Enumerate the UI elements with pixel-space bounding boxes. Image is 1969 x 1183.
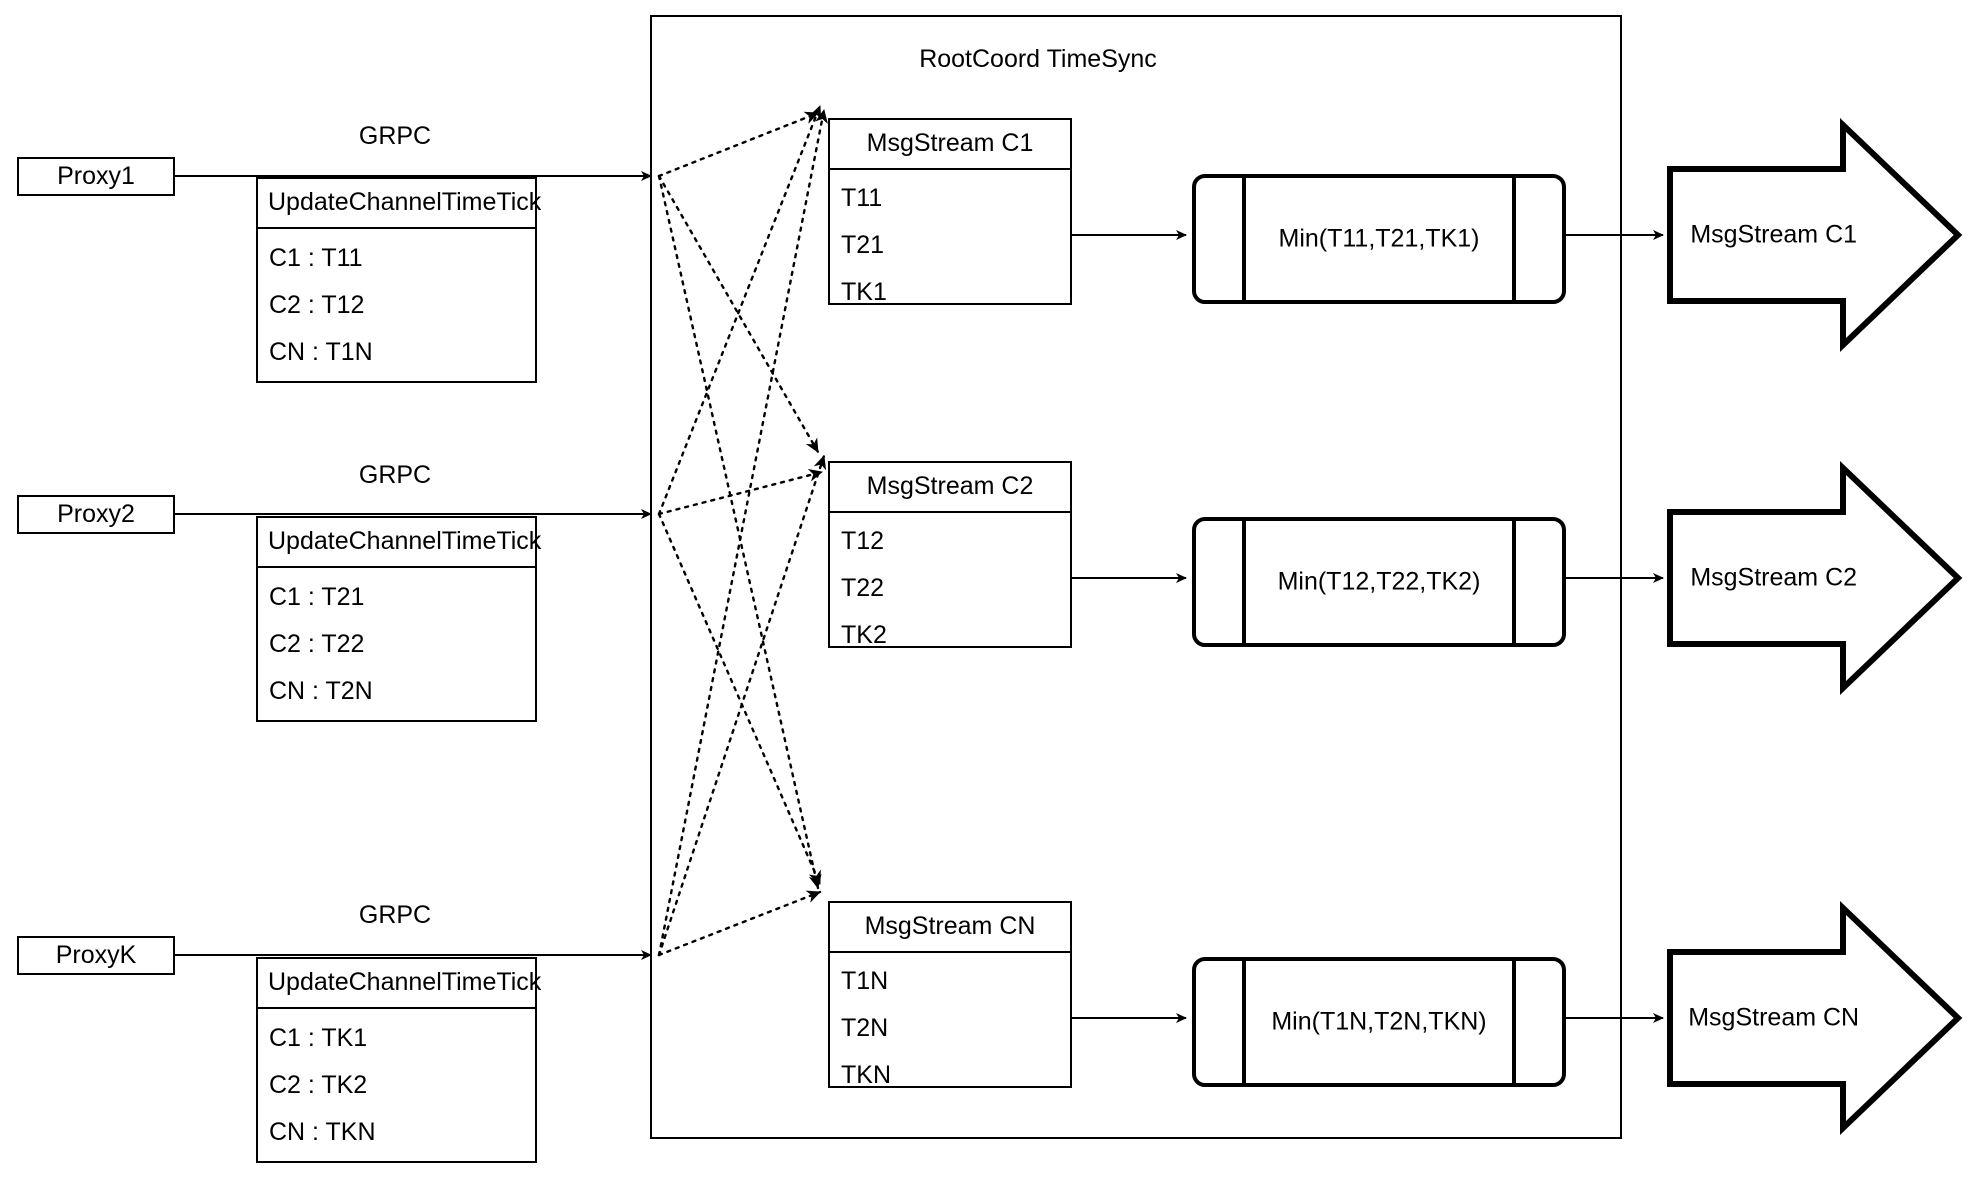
table-rows: C1 : T21 C2 : T22 CN : T2N xyxy=(258,568,535,723)
table-rows: C1 : TK1 C2 : TK2 CN : TKN xyxy=(258,1009,535,1164)
table-row: C1 : T11 xyxy=(269,244,363,272)
proxy-label: Proxy1 xyxy=(57,162,135,190)
container-title: RootCoord TimeSync xyxy=(919,45,1157,73)
msgstream-table-2: MsgStream C2 T12 T22 TK2 xyxy=(828,461,1072,649)
proxy-box-3[interactable]: ProxyK xyxy=(17,936,175,975)
min-label: Min(T11,T21,TK1) xyxy=(1278,224,1480,253)
proxy-label: ProxyK xyxy=(55,941,137,969)
table-row: T2N xyxy=(841,1014,889,1042)
table-row: CN : T1N xyxy=(269,338,373,366)
update-channel-timetick-table-2: UpdateChannelTimeTick C1 : T21 C2 : T22 … xyxy=(256,516,541,723)
process-left-bar xyxy=(1242,961,1246,1083)
output-msgstream-arrow-3: MsgStream CN xyxy=(1670,952,1958,1084)
table-header: MsgStream CN xyxy=(830,903,1070,953)
rootcoord-timesync-container xyxy=(650,15,1622,1139)
output-msgstream-arrow-2: MsgStream C2 xyxy=(1670,512,1958,644)
table-rows: T11 T21 TK1 xyxy=(830,170,1070,323)
min-label: Min(T1N,T2N,TKN) xyxy=(1271,1007,1487,1036)
min-process-box-2: Min(T12,T22,TK2) xyxy=(1192,517,1566,647)
proxy-box-1[interactable]: Proxy1 xyxy=(17,157,175,196)
output-msgstream-arrow-1: MsgStream C1 xyxy=(1670,169,1958,301)
min-process-box-1: Min(T11,T21,TK1) xyxy=(1192,174,1566,304)
update-channel-timetick-table-1: UpdateChannelTimeTick C1 : T11 C2 : T12 … xyxy=(256,177,541,384)
table-header: UpdateChannelTimeTick xyxy=(258,518,541,568)
update-channel-timetick-table-3: UpdateChannelTimeTick C1 : TK1 C2 : TK2 … xyxy=(256,957,541,1164)
msgstream-table-1: MsgStream C1 T11 T21 TK1 xyxy=(828,118,1072,306)
msgstream-table-3: MsgStream CN T1N T2N TKN xyxy=(828,901,1072,1089)
table-row: C2 : TK2 xyxy=(269,1071,368,1099)
table-row: C2 : T22 xyxy=(269,630,365,658)
table-row: C1 : TK1 xyxy=(269,1024,368,1052)
grpc-label-3: GRPC xyxy=(358,901,432,929)
table-row: C1 : T21 xyxy=(269,583,365,611)
table-rows: C1 : T11 C2 : T12 CN : T1N xyxy=(258,229,535,384)
table-rows: T1N T2N TKN xyxy=(830,953,1070,1106)
proxy-label: Proxy2 xyxy=(57,500,135,528)
table-row: T1N xyxy=(841,967,889,995)
output-label: MsgStream CN xyxy=(1688,1003,1860,1032)
table-row: CN : T2N xyxy=(269,677,373,705)
table-row: TKN xyxy=(841,1061,891,1089)
table-row: T22 xyxy=(841,574,885,602)
grpc-label-2: GRPC xyxy=(358,461,432,489)
proxy-box-2[interactable]: Proxy2 xyxy=(17,495,175,534)
process-right-bar xyxy=(1512,961,1516,1083)
table-row: CN : TKN xyxy=(269,1118,376,1146)
min-process-box-3: Min(T1N,T2N,TKN) xyxy=(1192,957,1566,1087)
table-row: T12 xyxy=(841,527,885,555)
table-header: MsgStream C2 xyxy=(830,463,1070,513)
table-header: UpdateChannelTimeTick xyxy=(258,959,541,1009)
output-label: MsgStream C2 xyxy=(1690,563,1858,592)
table-row: C2 : T12 xyxy=(269,291,365,319)
table-row: TK1 xyxy=(841,278,887,306)
table-header: UpdateChannelTimeTick xyxy=(258,179,541,229)
grpc-label-1: GRPC xyxy=(358,122,432,150)
min-label: Min(T12,T22,TK2) xyxy=(1277,567,1481,596)
process-left-bar xyxy=(1242,178,1246,300)
process-right-bar xyxy=(1512,178,1516,300)
table-row: T21 xyxy=(841,231,885,259)
table-row: T11 xyxy=(841,184,883,212)
output-label: MsgStream C1 xyxy=(1690,220,1858,249)
process-right-bar xyxy=(1512,521,1516,643)
table-rows: T12 T22 TK2 xyxy=(830,513,1070,666)
table-header: MsgStream C1 xyxy=(830,120,1070,170)
table-row: TK2 xyxy=(841,621,887,649)
process-left-bar xyxy=(1242,521,1246,643)
